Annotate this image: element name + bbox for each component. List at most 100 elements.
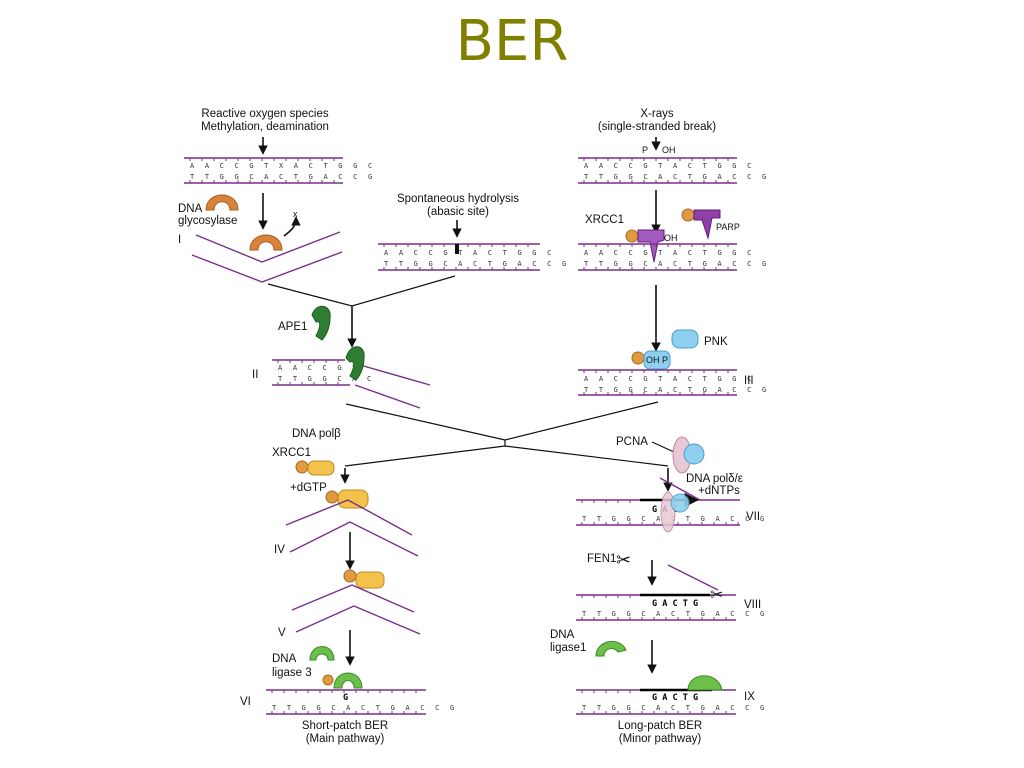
pol-de-enzyme-bound [670, 493, 690, 513]
seq-bottom-IX: T T G G C A C T G A C C G [582, 704, 767, 712]
ligase3-enzyme-bound [333, 672, 363, 689]
seq-top-parp: A A C C G T A C T G G C [584, 249, 755, 257]
polb-enzyme-bound [337, 489, 369, 509]
converge-lines-top [267, 275, 456, 307]
xrcc1-ball-VI [322, 674, 334, 686]
ligase1-label-2: ligase1 [550, 642, 586, 654]
long-patch-label-1: Long-patch BER [618, 720, 702, 732]
dgtp-label: +dGTP [290, 482, 327, 494]
ligase3-enzyme-free [309, 646, 335, 661]
seq-bottom-damaged: T T G G C A C T G A C C G [190, 173, 375, 181]
g-single: G [343, 693, 348, 703]
step-IV: IV [274, 544, 285, 556]
step-V: V [278, 627, 286, 639]
short-patch-label-2: (Main pathway) [306, 733, 385, 745]
dna-step-II: A A C C G T T T G G C A C [272, 346, 431, 409]
seq-top-III: A A C C G T A C T G G C [584, 375, 755, 383]
seq-top-damaged: A A C C G T X A C T G G C [190, 162, 375, 170]
pcna-label: PCNA [616, 436, 648, 448]
xrcc1-ball-free [681, 208, 695, 222]
seq-bottom-ssb: T T G G C A C T G A C C G [584, 173, 769, 181]
step-VII: VII [746, 511, 760, 523]
scissors-icon: ✂ [616, 550, 631, 570]
glycosylase-bound [249, 234, 283, 251]
glycosylase-enzyme-free [205, 194, 239, 211]
dna-duplex-ssb: A A C C G T A C T G G C T T G G C A C T … [578, 157, 769, 184]
pcna-pointer [651, 441, 675, 453]
xray-label-1: X-rays [640, 108, 673, 120]
converge-lines-middle [345, 401, 659, 441]
dntps-label: +dNTPs [698, 485, 740, 497]
short-patch-label-1: Short-patch BER [302, 720, 388, 732]
seq-bottom-II: T T G G C A C [278, 375, 374, 383]
x-release-arrow [283, 216, 301, 237]
seq-bottom-III: T T G G C A C T G A C C G [584, 386, 769, 394]
polb-enzyme-V [355, 571, 385, 589]
dna-duplex-parp: A A C C G T A C T G G C T T G G C A C T … [578, 243, 769, 271]
parp-label: PARP [716, 222, 740, 232]
seq-bottom-parp: T T G G C A C T G A C C G [584, 260, 769, 268]
pol-de-label: DNA polδ/ε [686, 473, 743, 485]
dna-step-IX: G A C T G T T G G C A C T G A C C G [576, 675, 767, 715]
split-lines [344, 445, 669, 467]
dna-bent-step-I [191, 231, 343, 283]
ape1-enzyme-free [311, 305, 331, 341]
gactg-IX: G A C T G [652, 693, 698, 703]
ligase1-label-1: DNA [550, 629, 575, 641]
hydrolysis-label-2: (abasic site) [427, 206, 489, 218]
polb-label: DNA polβ [292, 428, 341, 440]
fen1-label: FEN1 [587, 553, 616, 565]
seq-bottom-VI: T T G G C A C T G A C C G [272, 704, 457, 712]
pnk-label: PNK [704, 336, 728, 348]
ligase1-enzyme-free [595, 641, 627, 657]
ape1-label: APE1 [278, 321, 307, 333]
dna-step-VI: G T T G G C A C T G A C C G [266, 689, 457, 715]
dna-step-VIII: G A C T G T T G G C A C T G A C C G ✂ [576, 564, 767, 621]
oh-p-label: OH P [646, 355, 668, 365]
gactg-VIII: G A C T G [652, 599, 698, 609]
step-VIII: VIII [744, 599, 761, 611]
ligase3-label-2: ligase 3 [272, 667, 312, 679]
ligase1-enzyme-bound [687, 675, 723, 691]
xrcc1-ball-IV [325, 490, 339, 504]
dna-duplex-abasic: A A C C G T A C T G G C T T G G C A C T … [378, 243, 569, 271]
step-III: III [744, 375, 754, 387]
glycosylase-label-2: glycosylase [178, 215, 237, 227]
ros-label-2: Methylation, deamination [201, 121, 329, 133]
pol-de-enzyme-free [683, 443, 705, 465]
parp-enzyme-free [693, 209, 721, 240]
seq-top-abasic: A A C C G T A C T G G C [384, 249, 555, 257]
seq-top-ssb: A A C C G T A C T G G C [584, 162, 755, 170]
xray-label-2: (single-stranded break) [598, 121, 716, 133]
scissors-cut-icon: ✂ [710, 587, 723, 604]
dna-step-IV [285, 499, 419, 557]
xrcc1-ball-V [343, 569, 357, 583]
ros-label-1: Reactive oxygen species [201, 108, 328, 120]
pnk-enzyme-bound [643, 350, 671, 370]
hydrolysis-label-1: Spontaneous hydrolysis [397, 193, 519, 205]
p-mark-top: P [642, 145, 648, 155]
dna-step-III: A A C C G T A C T G G C T T G G C A C T … [578, 369, 769, 396]
pnk-enzyme-free [671, 329, 699, 349]
dna-duplex-damaged: A A C C G T X A C T G G C T T G G C A C … [184, 157, 375, 184]
step-I: I [178, 234, 181, 246]
xrcc1-ball-polb [295, 460, 309, 474]
seq-top-II: A A C C G T [278, 364, 360, 372]
seq-bottom-VIII: T T G G C A C T G A C C G [582, 610, 767, 618]
parp-enzyme-bound [637, 229, 665, 263]
slide-title: BER [455, 9, 569, 74]
glycosylase-label-1: DNA [178, 203, 203, 215]
oh-mark-parp: OH [664, 233, 678, 243]
polb-enzyme-free [307, 460, 335, 476]
long-patch-label-2: (Minor pathway) [619, 733, 702, 745]
step-IX: IX [744, 691, 755, 703]
ligase3-label-1: DNA [272, 653, 297, 665]
seq-bottom-abasic: T T G G C A C T G A C C G [384, 260, 569, 268]
dna-step-V [291, 584, 421, 635]
xrcc1-ball-bound [625, 229, 639, 243]
step-VI: VI [240, 696, 251, 708]
x-release: x [293, 209, 298, 219]
xrcc1-mid-label: XRCC1 [272, 447, 311, 459]
xrcc1-top-label: XRCC1 [585, 214, 624, 226]
